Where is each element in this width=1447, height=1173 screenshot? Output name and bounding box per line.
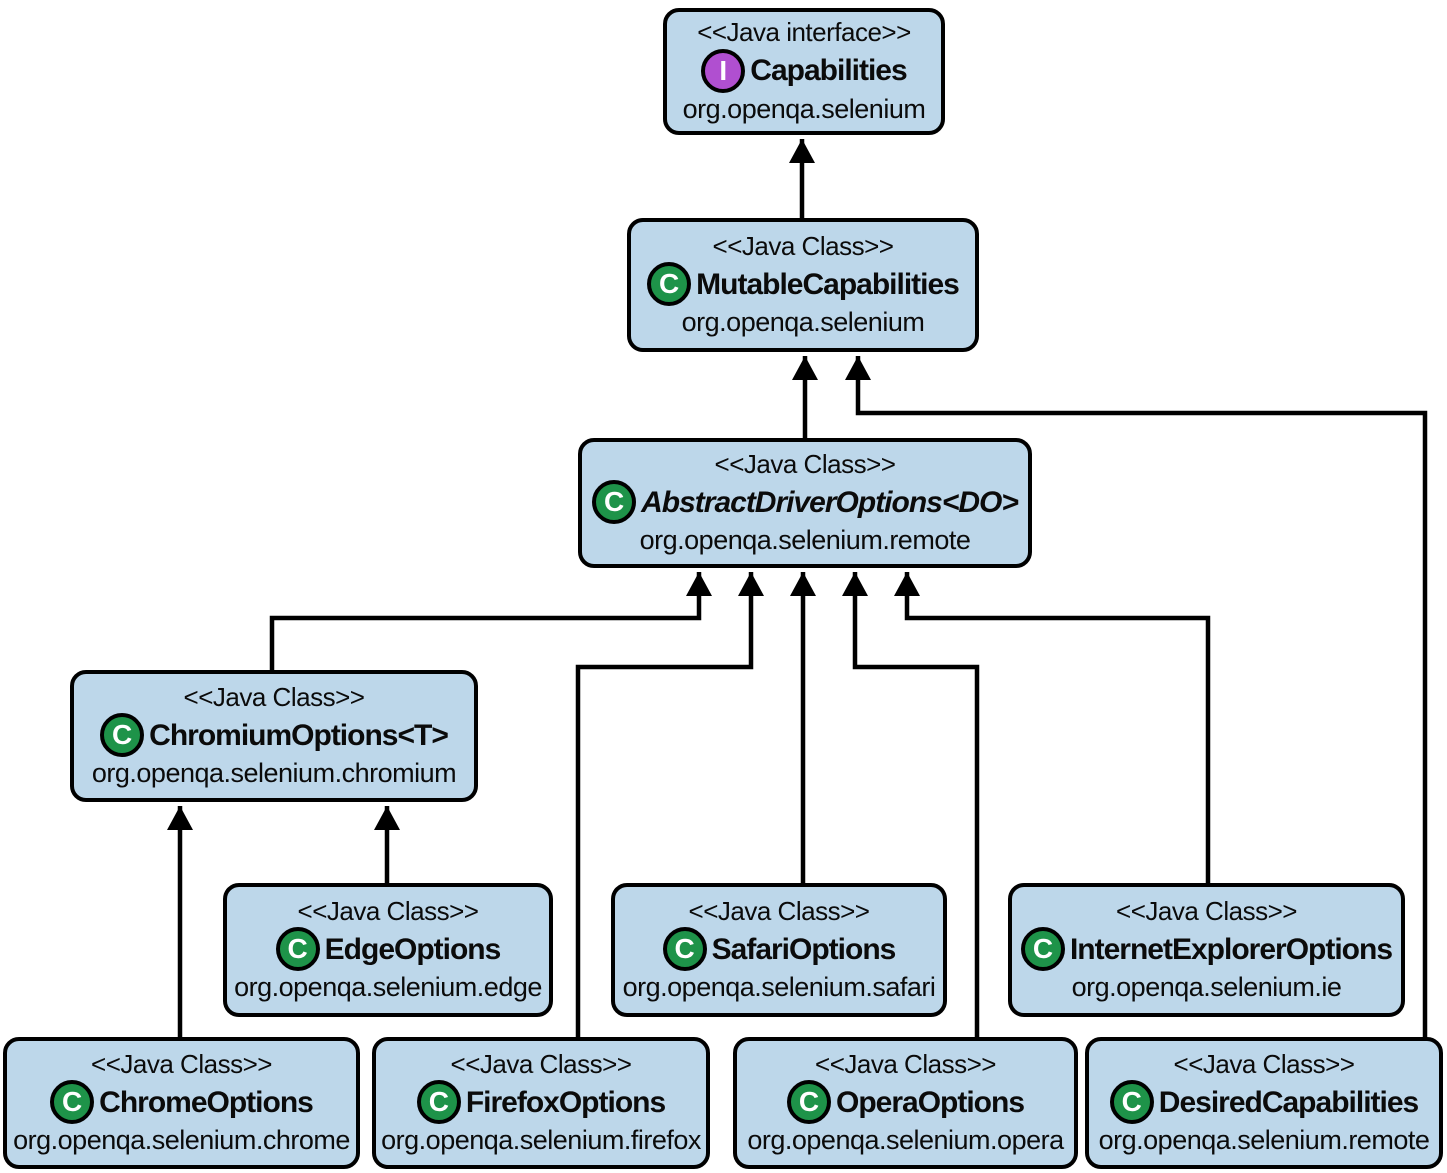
- class-name: DesiredCapabilities: [1158, 1085, 1419, 1119]
- inheritance-arrow-chromium-options-to-abstract-driver-options: [269, 572, 712, 670]
- class-icon: C: [100, 713, 145, 758]
- inheritance-arrow-edge-options-to-chromium-options: [374, 806, 400, 883]
- class-name: EdgeOptions: [324, 932, 502, 966]
- inheritance-arrow-mutable-capabilities-to-capabilities: [789, 139, 815, 218]
- stereotype-label: <<Java Class>>: [1116, 895, 1297, 926]
- stereotype-label: <<Java Class>>: [815, 1048, 996, 1079]
- arrowhead-icon: [845, 356, 871, 380]
- arrowhead-icon: [842, 572, 868, 596]
- inheritance-arrow-abstract-driver-options-to-mutable-capabilities: [792, 356, 818, 438]
- package-label: org.openqa.selenium: [681, 307, 925, 338]
- stereotype-label: <<Java Class>>: [297, 895, 479, 926]
- inheritance-arrow-desired-capabilities-to-mutable-capabilities: [845, 356, 1428, 1037]
- class-name: InternetExplorerOptions: [1069, 932, 1393, 966]
- stereotype-label: <<Java Class>>: [183, 681, 365, 712]
- stereotype-label: <<Java Class>>: [450, 1048, 632, 1079]
- stereotype-label: <<Java Class>>: [1173, 1048, 1355, 1079]
- package-label: org.openqa.selenium.firefox: [381, 1125, 701, 1156]
- class-icon: C: [786, 1080, 831, 1125]
- package-label: org.openqa.selenium.remote: [1098, 1125, 1430, 1156]
- interface-icon: I: [701, 48, 746, 93]
- class-icon: C: [1109, 1080, 1154, 1125]
- package-label: org.openqa.selenium.remote: [639, 525, 971, 556]
- class-icon: C: [662, 927, 707, 972]
- arrowhead-icon: [167, 806, 193, 830]
- inheritance-arrow-firefox-options-to-abstract-driver-options: [575, 572, 764, 1037]
- package-label: org.openqa.selenium: [682, 93, 926, 124]
- arrowhead-icon: [894, 572, 920, 596]
- inheritance-arrow-opera-options-to-abstract-driver-options: [842, 572, 980, 1037]
- inheritance-arrow-internet-explorer-options-to-abstract-driver-options: [894, 572, 1211, 883]
- class-name: MutableCapabilities: [696, 267, 960, 301]
- class-name: FirefoxOptions: [465, 1085, 666, 1119]
- class-name: ChromiumOptions<T>: [149, 718, 449, 752]
- arrowhead-icon: [374, 806, 400, 830]
- class-name: Capabilities: [750, 54, 907, 88]
- class-icon: C: [50, 1080, 95, 1125]
- arrowhead-icon: [792, 356, 818, 380]
- stereotype-label: <<Java interface>>: [697, 17, 911, 48]
- class-name: AbstractDriverOptions<DO>: [641, 485, 1019, 519]
- inheritance-arrow-chrome-options-to-chromium-options: [167, 806, 193, 1037]
- package-label: org.openqa.selenium.ie: [1071, 972, 1342, 1003]
- inheritance-arrow-safari-options-to-abstract-driver-options: [790, 572, 816, 883]
- stereotype-label: <<Java Class>>: [714, 448, 896, 479]
- package-label: org.openqa.selenium.chrome: [13, 1125, 350, 1156]
- package-label: org.openqa.selenium.safari: [622, 972, 936, 1003]
- stereotype-label: <<Java Class>>: [712, 230, 894, 261]
- class-icon: C: [416, 1080, 461, 1125]
- stereotype-label: <<Java Class>>: [688, 895, 870, 926]
- class-icon: C: [647, 262, 692, 307]
- package-label: org.openqa.selenium.opera: [747, 1125, 1064, 1156]
- arrowhead-icon: [738, 572, 764, 596]
- class-name: SafariOptions: [711, 932, 897, 966]
- class-icon: C: [275, 927, 320, 972]
- class-name: ChromeOptions: [99, 1085, 314, 1119]
- class-icon: C: [592, 480, 637, 525]
- arrowhead-icon: [790, 572, 816, 596]
- class-name: OperaOptions: [835, 1085, 1025, 1119]
- arrowhead-icon: [789, 139, 815, 163]
- class-icon: C: [1020, 927, 1065, 972]
- package-label: org.openqa.selenium.edge: [234, 972, 542, 1003]
- stereotype-label: <<Java Class>>: [91, 1048, 272, 1079]
- package-label: org.openqa.selenium.chromium: [91, 758, 457, 789]
- arrowhead-icon: [686, 572, 712, 596]
